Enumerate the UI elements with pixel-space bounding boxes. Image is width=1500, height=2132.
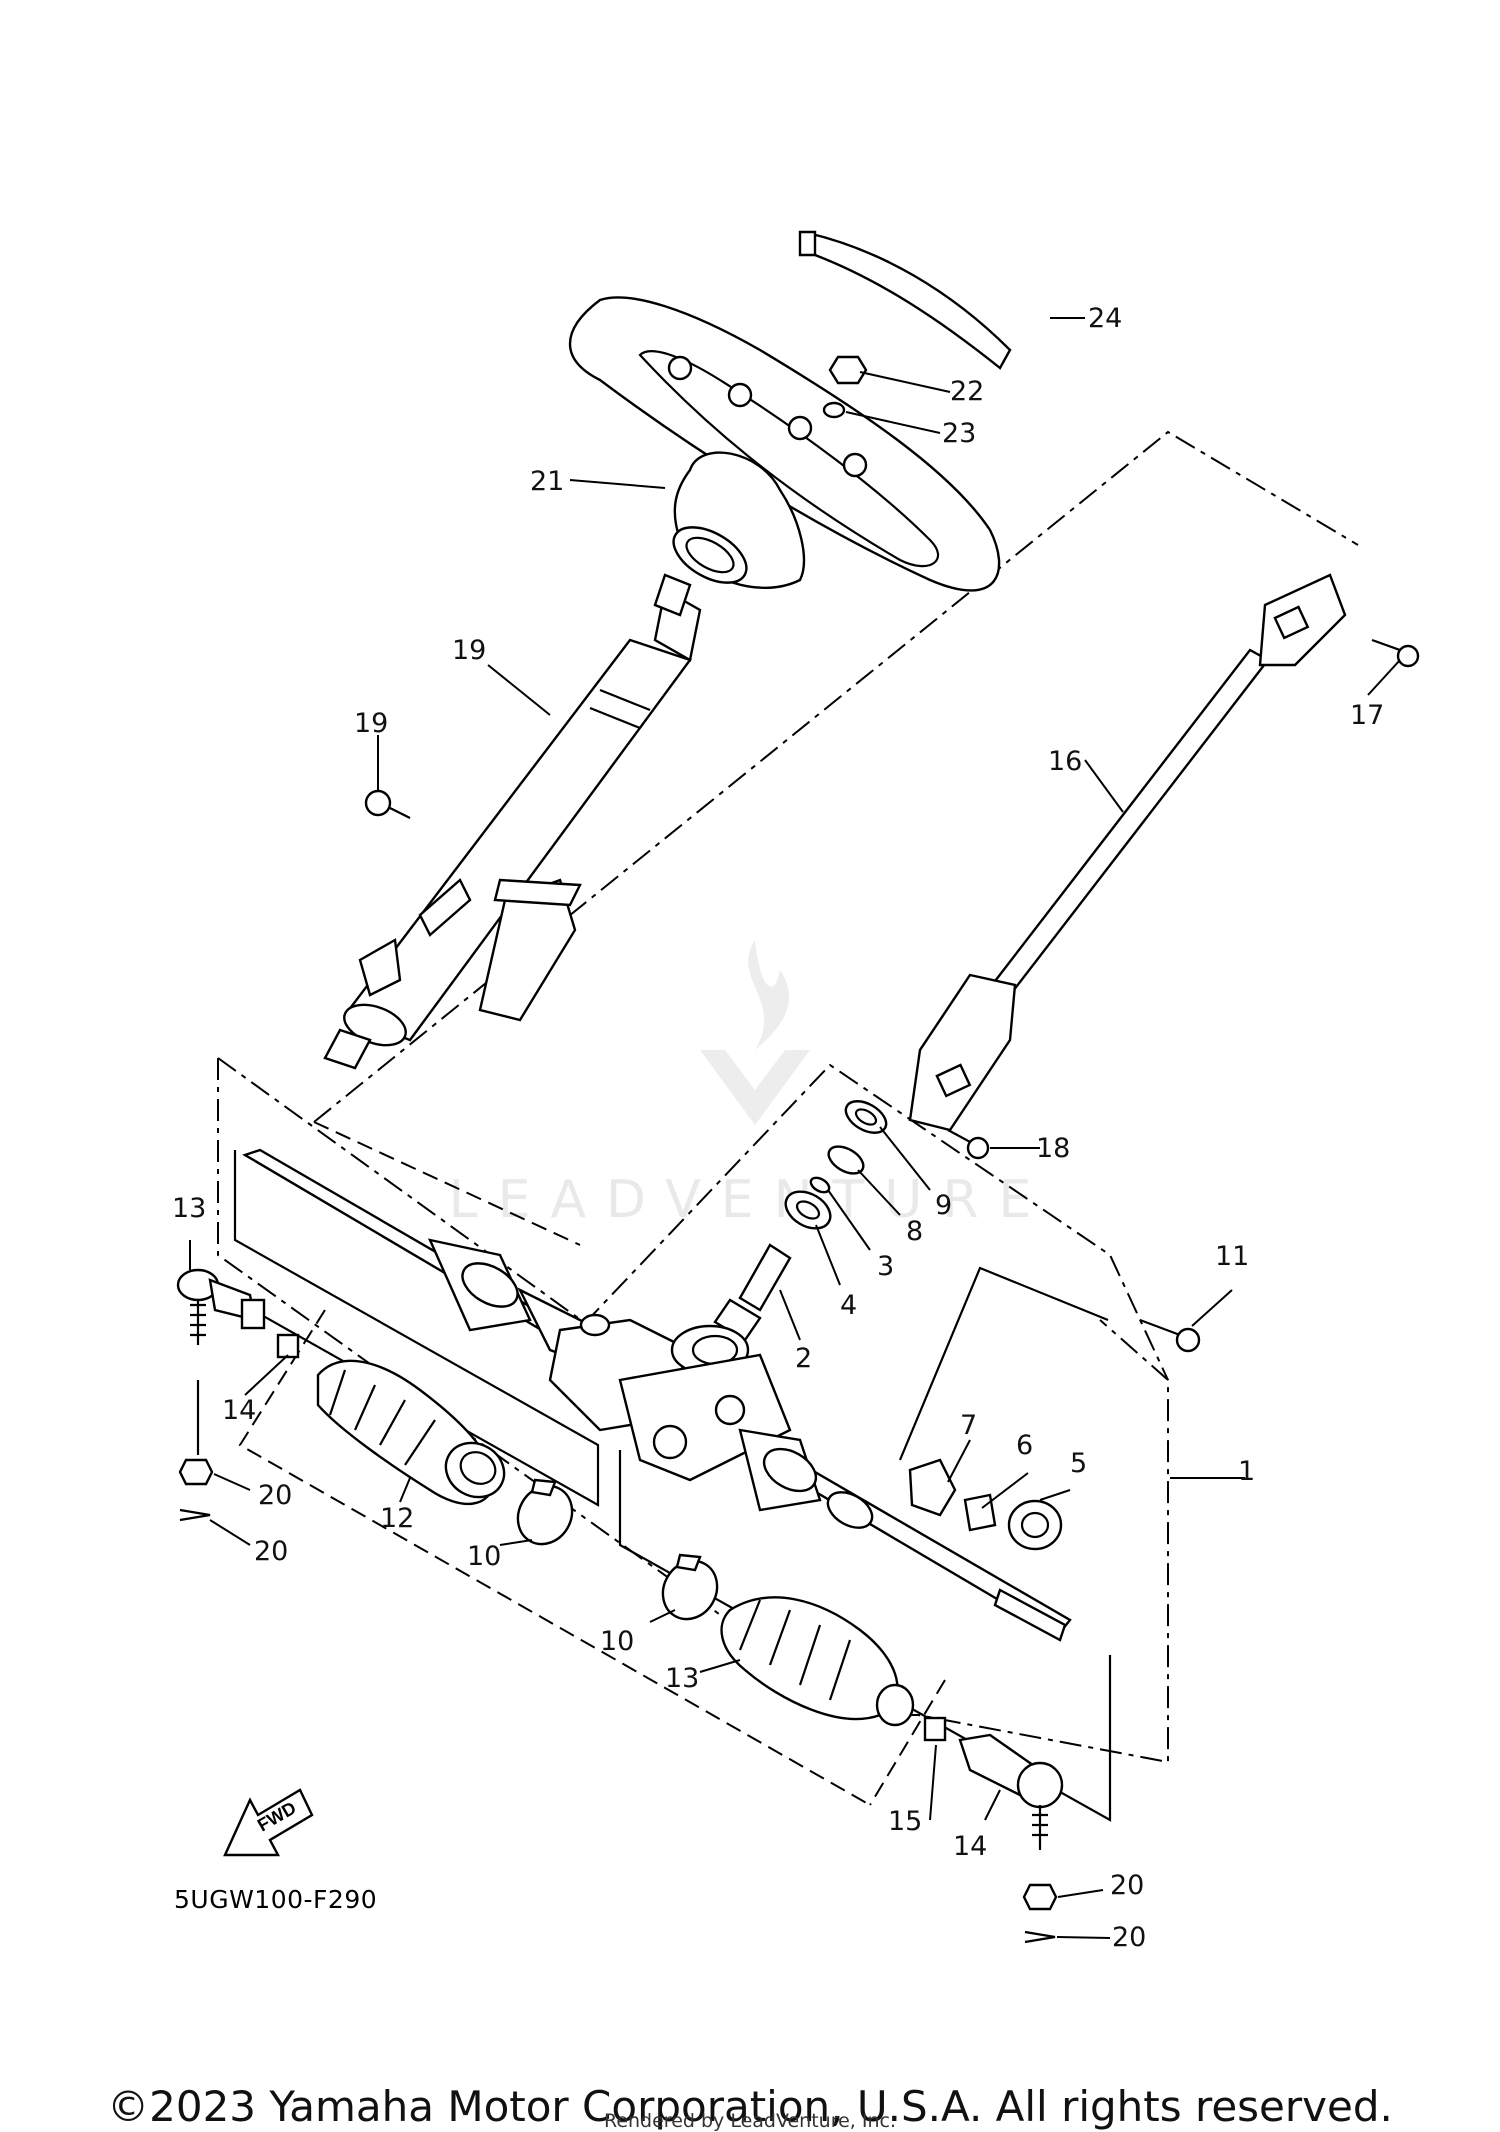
- rendered-by-notice: Rendered by LeadVenture, Inc.: [603, 2110, 897, 2132]
- callout-11-right: 13: [665, 1663, 700, 1694]
- boundary-right-tie-rod: [869, 1679, 946, 1806]
- callout-23: 23: [942, 418, 977, 449]
- guide-7-part: [908, 1458, 957, 1517]
- adjuster-5-part: [1007, 1499, 1063, 1551]
- bearing-4-part: [784, 1190, 832, 1230]
- callout-14-left: 14: [222, 1395, 257, 1426]
- cover-pad-part: [798, 230, 1012, 370]
- callout-17: 19: [452, 635, 487, 666]
- washer-23-part: [822, 401, 846, 419]
- rack-left-box: [233, 1150, 600, 1507]
- callout-13-left: 13: [172, 1193, 207, 1224]
- washer-8-part: [827, 1145, 865, 1175]
- steering-column-part: [323, 573, 702, 1070]
- oil-seal-9-part: [844, 1100, 888, 1134]
- callout-11-left: 12: [380, 1503, 415, 1534]
- callout-13-right: 14: [953, 1831, 988, 1862]
- part-code-label: 5UGW100-F290: [174, 1885, 378, 1914]
- boundary-column-group: [313, 430, 1359, 1123]
- callout-2: 2: [795, 1343, 813, 1374]
- callout-4: 4: [840, 1290, 858, 1321]
- callout-19-right: 20: [1110, 1870, 1145, 1901]
- callout-16-lower: 18: [1036, 1133, 1071, 1164]
- copyright-notice: ©2023 Yamaha Motor Corporation, U.S.A. A…: [107, 2082, 1393, 2131]
- callout-7: 7: [960, 1410, 978, 1441]
- steering-wheel-part: [568, 296, 1001, 592]
- nut-14-left-part: [276, 1333, 300, 1359]
- fwd-arrow-icon: FWD: [223, 1788, 314, 1857]
- callout-12: 11: [1215, 1241, 1250, 1272]
- callout-22: 22: [950, 376, 985, 407]
- callout-10-right: 10: [600, 1626, 635, 1657]
- steering-rack-part: [242, 1148, 1072, 1642]
- leader-lines: [189, 317, 1401, 1939]
- pinion-gear-part: [713, 1243, 792, 1342]
- steering-shaft-part: [908, 573, 1347, 1132]
- nut-14-right-part: [923, 1716, 947, 1742]
- callout-15: 16: [1048, 746, 1083, 777]
- callout-14-right: 15: [888, 1806, 923, 1837]
- boot-left-part: [316, 1359, 506, 1505]
- bolt-12-part: [1139, 1318, 1201, 1353]
- spring-6-part: [963, 1493, 997, 1532]
- callout-8: 8: [906, 1216, 924, 1247]
- bolt-16-lower-part: [947, 1129, 990, 1160]
- cotter-pin-20-right-part: [1024, 1930, 1056, 1944]
- boundary-rack-top: [217, 1057, 1169, 1381]
- callout-20-right: 20: [1112, 1922, 1147, 1953]
- clamp-10-right-part: [661, 1553, 719, 1621]
- callout-16-upper: 17: [1350, 700, 1385, 731]
- callout-10-left: 10: [467, 1541, 502, 1572]
- callout-20-left: 20: [254, 1536, 289, 1567]
- callout-9: 9: [935, 1190, 953, 1221]
- boundary-column-bottom: [313, 1121, 581, 1246]
- tie-rod-end-right-part: [958, 1733, 1064, 1850]
- circlip-3-part: [809, 1176, 831, 1194]
- bolt-18-part: [364, 789, 411, 819]
- bolt-16-upper-part: [1371, 638, 1420, 668]
- tie-rod-end-left-part: [176, 1268, 266, 1345]
- callout-6: 6: [1016, 1430, 1034, 1461]
- clamp-10-left-part: [516, 1478, 574, 1546]
- watermark-text: LEADVENTURE: [448, 1170, 1052, 1230]
- watermark-logo-icon: [700, 940, 810, 1125]
- callout-5: 5: [1070, 1448, 1088, 1479]
- boot-right-part: [720, 1596, 915, 1727]
- cotter-pin-20-left-part: [179, 1508, 211, 1522]
- nut-19-right-part: [1022, 1883, 1058, 1911]
- callout-3: 3: [877, 1251, 895, 1282]
- callout-21: 21: [530, 466, 565, 497]
- callout-24: 24: [1088, 303, 1123, 334]
- rack-inner-box: [898, 1266, 1109, 1461]
- callout-19-left: 20: [258, 1480, 293, 1511]
- callout-1: 1: [1238, 1456, 1256, 1487]
- nut-19-left-part: [178, 1458, 214, 1486]
- nut-22-part: [828, 355, 868, 385]
- callout-18: 19: [354, 708, 389, 739]
